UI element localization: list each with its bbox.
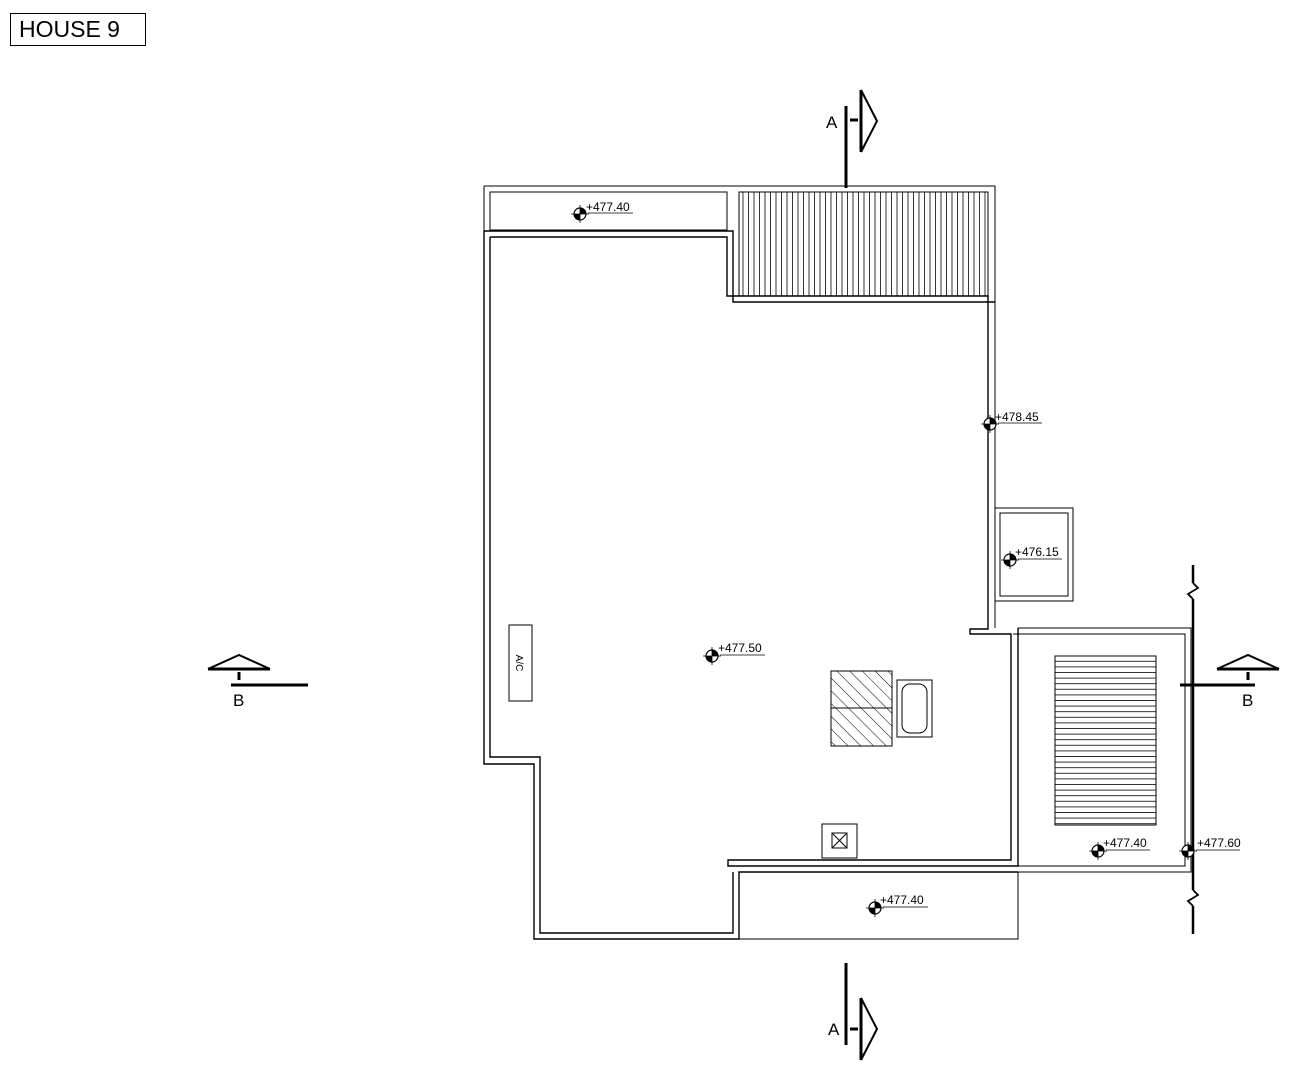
level-stair-area: +477.40 xyxy=(1103,836,1147,850)
vertical-hatch-roof xyxy=(738,191,989,297)
ac-label: A/C xyxy=(513,655,524,672)
section-label-b-right: B xyxy=(1242,691,1253,710)
section-marker-b-right: B xyxy=(1180,653,1280,710)
small-side-box xyxy=(994,507,1074,602)
section-cut-line xyxy=(1186,565,1200,934)
level-marker-right-edge: +477.60 xyxy=(1178,836,1241,861)
horizontal-hatch-stair xyxy=(1054,655,1157,826)
main-roof-parapet xyxy=(483,230,1019,940)
water-heater xyxy=(830,670,933,747)
ac-unit xyxy=(508,624,533,702)
level-marker-terrace-top: +477.40 xyxy=(570,200,633,224)
section-marker-b-left: B xyxy=(207,653,308,710)
section-label-a-bottom: A xyxy=(828,1020,840,1039)
section-label-a-top: A xyxy=(826,113,838,132)
level-roof-edge: +478.45 xyxy=(995,410,1039,424)
level-marker-roof-edge: +478.45 xyxy=(980,410,1042,434)
level-right-edge: +477.60 xyxy=(1197,836,1241,850)
roof-vent xyxy=(821,823,858,859)
level-marker-small-box: +476.15 xyxy=(1000,545,1062,570)
level-bottom-strip: +477.40 xyxy=(880,893,924,907)
drawing-title: HOUSE 9 xyxy=(10,13,146,46)
level-main-roof: +477.50 xyxy=(718,641,762,655)
level-terrace-top: +477.40 xyxy=(586,200,630,214)
section-label-b-left: B xyxy=(233,691,244,710)
top-terrace xyxy=(489,191,728,231)
level-small-box: +476.15 xyxy=(1015,545,1059,559)
section-marker-a-top: A xyxy=(826,89,879,188)
level-marker-main-roof: +477.50 xyxy=(702,641,765,666)
section-marker-a-bottom: A xyxy=(828,963,879,1061)
level-marker-stair-area: +477.40 xyxy=(1088,836,1150,861)
level-marker-bottom-strip: +477.40 xyxy=(865,893,928,918)
